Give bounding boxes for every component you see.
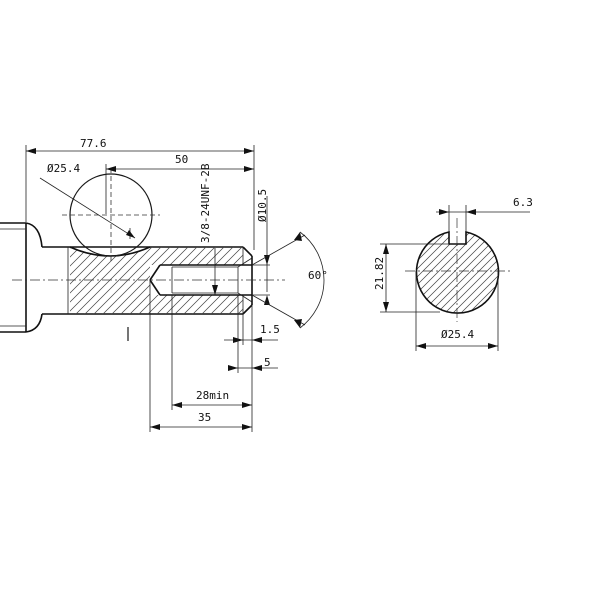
dim-5: 5 — [228, 295, 278, 373]
dim-35-label: 35 — [198, 411, 211, 424]
dim-5-label: 5 — [264, 356, 271, 369]
dim-1-5: 1.5 — [224, 305, 280, 345]
dim-dia254-section: Ø25.4 — [415, 271, 499, 351]
shaft-body — [42, 246, 253, 315]
dim-angle-60: 60° — [251, 231, 328, 329]
dim-angle-60-label: 60° — [308, 269, 328, 282]
dim-dia254-side-label: Ø25.4 — [47, 162, 80, 175]
dim-50-label: 50 — [175, 153, 188, 166]
dim-28min-label: 28min — [196, 389, 229, 402]
keyway-circle — [39, 168, 160, 262]
dim-dia254-section-label: Ø25.4 — [441, 328, 474, 341]
thread-spec-label: 3/8-24UNF-2B — [199, 163, 212, 243]
dim-dia105: Ø10.5 — [252, 189, 270, 305]
dim-key-width-label: 6.3 — [513, 196, 533, 209]
section-view: 6.3 21.82 Ø25.4 — [373, 196, 533, 351]
dim-35: 35 — [149, 280, 253, 432]
section-outline — [415, 231, 500, 314]
dim-overall-label: 77.6 — [80, 137, 107, 150]
fillet-top — [25, 222, 43, 248]
dim-dia105-label: Ø10.5 — [256, 189, 269, 222]
dim-28min: 28min — [171, 295, 253, 410]
fillet-bottom — [25, 313, 43, 333]
flange — [0, 222, 27, 333]
section-view-hatch — [416, 232, 499, 314]
dim-1-5-label: 1.5 — [260, 323, 280, 336]
thread-callout: 3/8-24UNF-2B — [199, 163, 218, 295]
dim-overall: 77.6 — [25, 137, 255, 250]
dim-height-2182: 21.82 — [373, 243, 448, 313]
dim-height-2182-label: 21.82 — [373, 257, 386, 290]
dim-50: 50 — [105, 153, 254, 214]
side-view: I 77.6 50 Ø25.4 3/8-24UNF-2B — [0, 137, 328, 432]
keyway-edge — [69, 246, 151, 257]
dim-key-width: 6.3 — [436, 196, 533, 232]
